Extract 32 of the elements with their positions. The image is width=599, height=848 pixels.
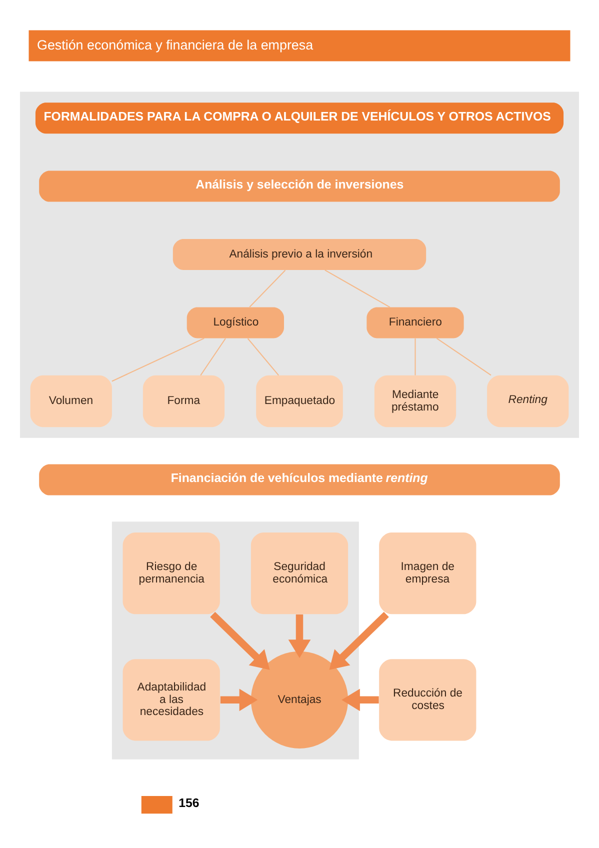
- node-box: Financiero: [366, 306, 464, 338]
- node-box: FORMALIDADES PARA LA COMPRA O ALQUILER DE VEHÍCULOS Y OTROS ACTIVOS: [35, 102, 564, 134]
- connector: [112, 337, 204, 382]
- node-box: Imagen de empresa: [379, 532, 476, 614]
- arrow: [329, 611, 389, 670]
- connector: [247, 338, 279, 376]
- node-box: Análisis y selección de inversiones: [39, 170, 560, 202]
- connector: [249, 269, 286, 307]
- node-box: Forma: [142, 374, 225, 427]
- arrow: [220, 688, 258, 711]
- node-box: Logístico: [186, 306, 284, 338]
- node-box: Análisis previo a la inversión: [172, 238, 426, 270]
- node-box: Financiación de vehículos mediante renting: [39, 464, 560, 495]
- node-box: Seguridad económica: [250, 532, 348, 614]
- node-box: Reducción de costes: [379, 658, 476, 740]
- cluster: [20, 91, 580, 438]
- connector: [436, 337, 492, 376]
- node-box: Adaptabilidad a las necesidades: [122, 658, 220, 740]
- label: 156: [178, 795, 200, 810]
- node-box: Volumen: [30, 374, 112, 427]
- arrow: [342, 688, 379, 711]
- label: Gestión económica y financiera de la empresa: [37, 36, 314, 52]
- node-box: Mediante préstamo: [374, 374, 456, 427]
- connector: [200, 338, 226, 376]
- connector: [414, 338, 416, 375]
- node-box: Empaquetado: [256, 374, 343, 427]
- arrow: [210, 611, 270, 670]
- node-box: Riesgo de permanencia: [122, 532, 220, 614]
- node-circle: Ventajas: [250, 650, 348, 748]
- arrow: [288, 614, 311, 658]
- connector: [324, 269, 390, 308]
- node-box: Renting: [487, 374, 569, 427]
